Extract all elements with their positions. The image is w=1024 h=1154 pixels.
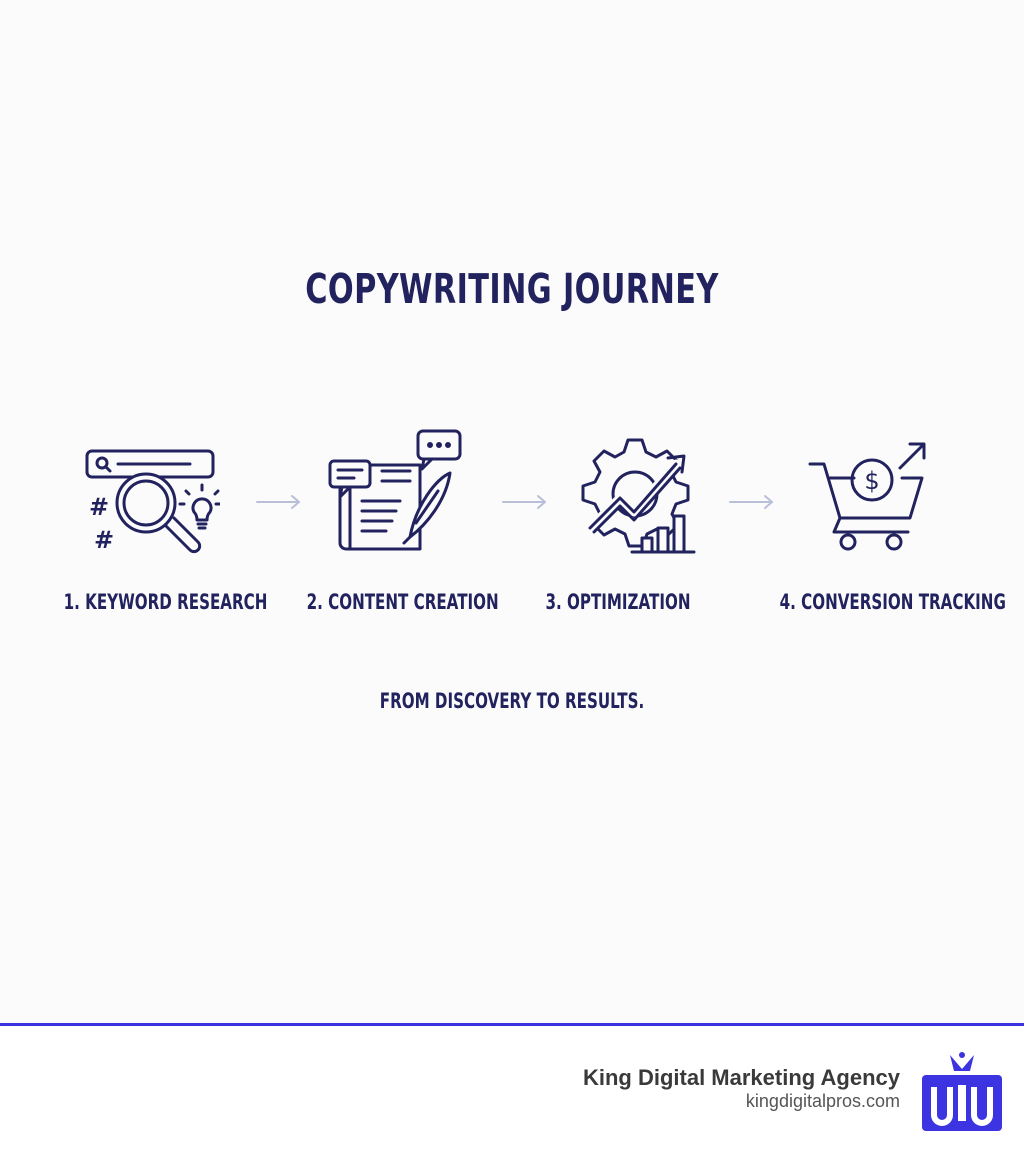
step-label-keyword-research: 1. KEYWORD RESEARCH <box>63 590 268 614</box>
arrow-right-icon <box>255 492 303 512</box>
agency-url: kingdigitalpros.com <box>745 1091 900 1111</box>
svg-text:#: # <box>89 493 109 521</box>
step-label-conversion-tracking: 4. CONVERSION TRACKING <box>779 590 1006 614</box>
crown-logo-icon <box>920 1051 1004 1133</box>
footer <box>0 1026 1024 1154</box>
keyword-research-icon: # # <box>80 430 220 570</box>
subtitle: FROM DISCOVERY TO RESULTS. <box>379 689 645 713</box>
conversion-tracking-icon: $ <box>804 432 944 572</box>
optimization-icon <box>576 432 716 572</box>
svg-text:#: # <box>94 526 114 554</box>
content-creation-icon <box>326 425 466 565</box>
step-label-optimization: 3. OPTIMIZATION <box>545 590 691 614</box>
step-label-content-creation: 2. CONTENT CREATION <box>306 590 499 614</box>
footer-divider <box>0 1023 1024 1026</box>
page-title: COPYWRITING JOURNEY <box>305 265 719 313</box>
svg-text:$: $ <box>864 467 879 495</box>
arrow-right-icon <box>728 492 776 512</box>
arrow-right-icon <box>501 492 549 512</box>
agency-name: King Digital Marketing Agency <box>582 1065 900 1090</box>
